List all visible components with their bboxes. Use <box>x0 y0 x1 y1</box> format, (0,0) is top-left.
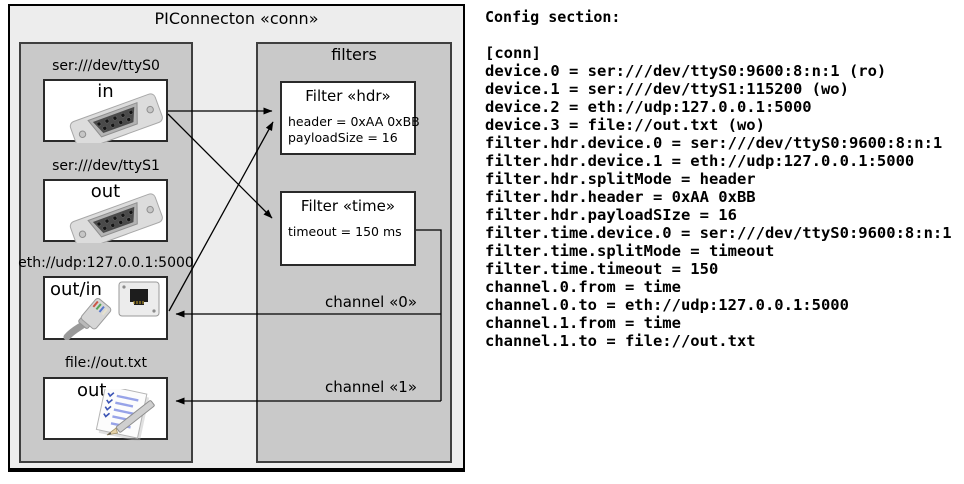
device-direction: out <box>90 181 121 202</box>
channel-1-label: channel «1» <box>324 378 417 396</box>
device-label-ttys1: ser:///dev/ttyS1 <box>52 158 160 174</box>
device-box-file: out <box>43 377 168 441</box>
notepad-pencil-icon <box>95 389 155 441</box>
config-heading: Config section: <box>485 8 621 26</box>
device-label-eth: eth://udp:127.0.0.1:5000 <box>18 255 194 271</box>
filter-property: header = 0xAA 0xBB <box>288 114 420 129</box>
filters-panel-title: filters <box>331 45 377 64</box>
device-direction: out <box>77 380 107 401</box>
filter-time-properties: timeout = 150 ms <box>288 224 402 240</box>
ethernet-port-icon <box>118 281 160 317</box>
filter-property: payloadSize = 16 <box>288 130 398 145</box>
filter-time-title: Filter «time» <box>300 197 396 215</box>
device-box-eth: out/in <box>43 276 168 340</box>
device-direction: in <box>97 81 114 102</box>
ethernet-cable-icon <box>63 297 112 340</box>
device-box-ttys0: in <box>43 79 168 143</box>
device-direction: out/in <box>50 279 102 300</box>
filter-time-box: Filter «time» timeout = 150 ms <box>280 191 416 266</box>
filter-hdr-properties: header = 0xAA 0xBB payloadSize = 16 <box>288 114 420 146</box>
filter-hdr-title: Filter «hdr» <box>305 87 391 105</box>
config-body: [conn] device.0 = ser:///dev/ttyS0:9600:… <box>485 44 952 350</box>
device-label-file: file://out.txt <box>64 355 148 371</box>
device-label-ttys0: ser:///dev/ttyS0 <box>52 58 160 74</box>
channel-0-label: channel «0» <box>324 293 417 311</box>
diagram-title: PIConnecton «conn» <box>154 9 319 28</box>
device-box-ttys1: out <box>43 179 168 243</box>
filter-property: timeout = 150 ms <box>288 224 402 239</box>
filter-hdr-box: Filter «hdr» header = 0xAA 0xBB payloadS… <box>280 81 420 155</box>
serial-connector-icon <box>69 193 163 243</box>
serial-connector-icon <box>69 93 163 143</box>
